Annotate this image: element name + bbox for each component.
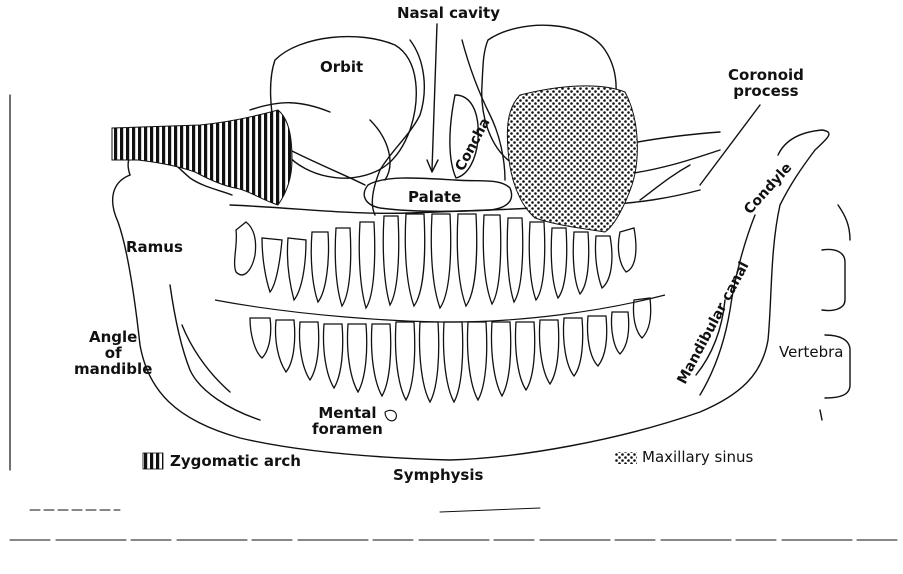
- nasal-cavity-pointer: [432, 24, 437, 170]
- maxillary-sinus-shading: [507, 86, 637, 232]
- upper-teeth: [235, 214, 636, 308]
- label-orbit: Orbit: [320, 60, 363, 76]
- label-condyle: Condyle: [741, 160, 795, 218]
- label-mental-foramen: Mental foramen: [312, 406, 383, 438]
- label-ramus: Ramus: [126, 240, 183, 256]
- label-palate: Palate: [408, 190, 461, 206]
- palatal-line: [230, 190, 700, 213]
- vertebra-mark: [820, 410, 822, 420]
- vertebra-mark-2: [838, 205, 850, 240]
- legend-maxillary-swatch: [615, 452, 637, 464]
- label-vertebra: Vertebra: [779, 345, 843, 361]
- label-angle-of-mandible: Angle of mandible: [74, 330, 152, 377]
- zygomatic-arch-shading: [112, 110, 292, 205]
- legend-maxillary-sinus-label: Maxillary sinus: [642, 450, 753, 466]
- coronoid-pointer: [700, 105, 760, 185]
- legend-zygomatic-swatch: [143, 453, 163, 469]
- vertebra-outline-1: [822, 250, 845, 311]
- label-coronoid-process: Coronoid process: [728, 68, 804, 100]
- label-nasal-cavity: Nasal cavity: [397, 6, 500, 22]
- legend-zygomatic-arch-label: Zygomatic arch: [170, 454, 301, 470]
- label-concha: Concha: [452, 116, 493, 174]
- mandibular-canal-left: [182, 325, 230, 392]
- frame-mark-2: [440, 508, 540, 512]
- orbit-rim-left: [250, 103, 330, 112]
- mental-foramen-mark: [385, 410, 396, 420]
- zygoma-line: [290, 150, 365, 185]
- label-symphysis: Symphysis: [393, 468, 483, 484]
